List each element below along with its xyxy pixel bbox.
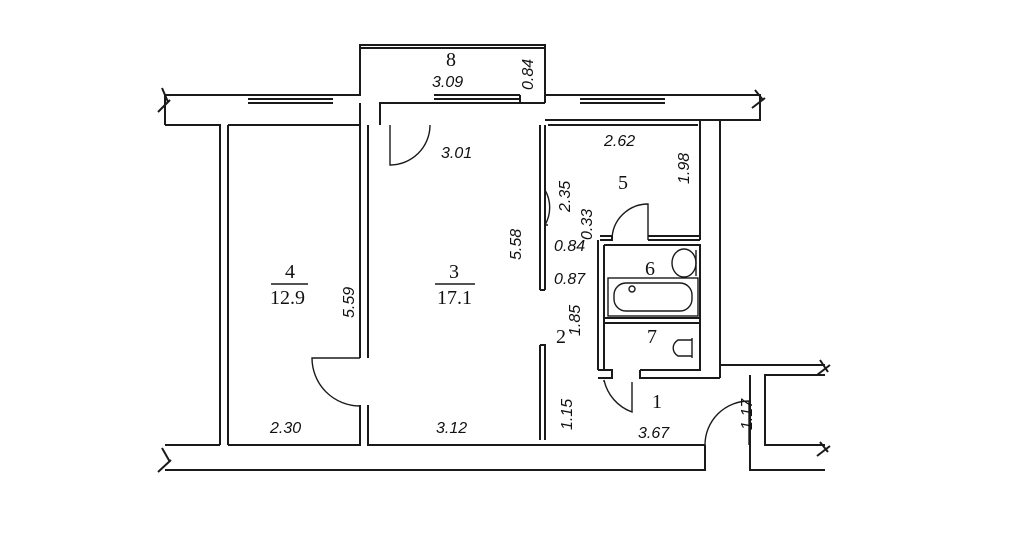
dim-room4-height: 5.59 xyxy=(341,287,358,318)
room-3-number: 3 xyxy=(449,261,459,283)
dim-hall-width: 3.67 xyxy=(638,425,670,442)
door-room3-balcony xyxy=(389,124,431,166)
room-8-number: 8 xyxy=(446,49,456,71)
dim-kitchen-height: 1.98 xyxy=(676,153,693,184)
interior-walls xyxy=(359,119,721,440)
dim-room3-bottom: 3.12 xyxy=(436,420,467,437)
dim-room3-height: 5.58 xyxy=(508,229,525,260)
door-room3 xyxy=(544,189,551,226)
room-4-number: 4 xyxy=(285,261,295,283)
bathtub xyxy=(607,277,699,317)
dim-balcony-width: 3.09 xyxy=(432,74,463,91)
dim-kitchen-width: 2.62 xyxy=(603,133,635,150)
dim-room3-top: 3.01 xyxy=(441,145,472,162)
bathroom-fixtures xyxy=(607,248,699,358)
dim-entry-117: 1.17 xyxy=(739,398,756,430)
dim-corr-087: 0.87 xyxy=(554,271,586,288)
room-labels: 1 2 3 17.1 4 12.9 5 6 7 8 xyxy=(270,49,662,413)
door-kitchen xyxy=(611,203,649,241)
door-swings xyxy=(311,124,750,446)
dim-room4-bottom: 2.30 xyxy=(269,420,301,437)
sink xyxy=(671,248,697,278)
dim-corr-084: 0.84 xyxy=(554,238,585,255)
room-5-number: 5 xyxy=(618,172,628,194)
outer-walls xyxy=(157,44,831,473)
dim-balcony-depth: 0.84 xyxy=(520,59,537,90)
room-2-number: 2 xyxy=(556,326,566,348)
room-4-area: 12.9 xyxy=(270,287,305,309)
dim-corr-185: 1.85 xyxy=(567,305,584,336)
room-6-number: 6 xyxy=(645,258,655,280)
toilet xyxy=(672,338,693,358)
door-room4 xyxy=(311,357,361,407)
dim-corr-235: 2.35 xyxy=(557,181,574,213)
door-bath xyxy=(603,379,633,413)
room-1-number: 1 xyxy=(652,391,662,413)
room-7-number: 7 xyxy=(647,326,657,348)
door-entry xyxy=(704,400,750,446)
dim-corr-033: 0.33 xyxy=(579,209,596,240)
dim-corr-115: 1.15 xyxy=(559,399,576,430)
dimension-labels: 3.09 0.84 3.01 5.58 3.12 5.59 2.30 2.62 … xyxy=(269,59,756,442)
room-3-area: 17.1 xyxy=(437,287,472,309)
